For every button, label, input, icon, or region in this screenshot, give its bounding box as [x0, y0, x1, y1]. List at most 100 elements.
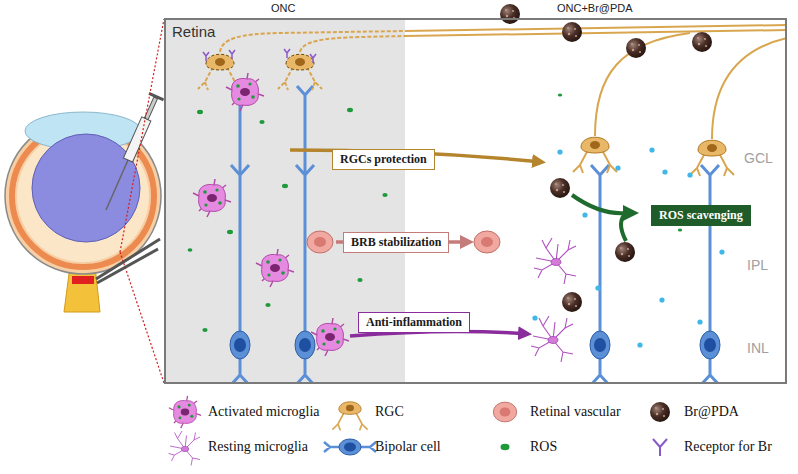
ros-dots-part: [202, 328, 207, 332]
ros-dots-part: [188, 248, 193, 252]
retina-panel: RetinaRGCs protectionBRB stabilizationAn…: [164, 18, 787, 384]
br-dots-part: [697, 319, 702, 324]
br-dots-part: [659, 297, 664, 302]
incoming-nanoparticles-part: [500, 4, 520, 24]
bipolar-cells: [229, 86, 721, 384]
br-dots-part: [532, 315, 537, 320]
ros-dots-part: [227, 230, 233, 234]
legend-label: Bipolar cell: [375, 439, 441, 456]
br-dots-part: [615, 165, 620, 170]
legend-samples-part: [493, 402, 516, 422]
legend-label: Br@PDA: [684, 404, 739, 421]
ros-dots-part: [357, 278, 362, 282]
br-dots-part: [719, 249, 724, 254]
retina-cells: [188, 25, 787, 384]
layer-label: IPL: [747, 257, 768, 274]
bipolar-sample: [324, 439, 376, 455]
retina-cells-part: [615, 242, 635, 262]
nerve-fibers-part: [405, 30, 787, 36]
box-text: BRB stabilization: [351, 235, 441, 250]
activated-microglia-group: [193, 73, 349, 356]
br-dots-part: [649, 147, 654, 152]
syringe-part: [121, 92, 164, 163]
syringe-part-part: [123, 117, 150, 162]
activated-microglia-group-part: [311, 318, 349, 356]
eye-illustration: [5, 112, 161, 312]
forceps-part: [97, 249, 158, 283]
br-dots: [532, 147, 724, 347]
ros-dots-part: [382, 193, 387, 197]
rgc-cells-part: [203, 52, 209, 61]
legend-label: ROS: [530, 439, 557, 456]
rgc-cells: [198, 49, 734, 176]
effect-arrows-part: [572, 195, 626, 213]
bipolar-cells-part: [294, 165, 316, 384]
nerve-fibers-part: [220, 31, 405, 52]
activated-microglia-group-part: [226, 73, 264, 111]
syringe: [106, 92, 164, 210]
syringe-part: [106, 160, 128, 210]
legend-label: RGC: [375, 404, 404, 421]
syringe-part-part: [144, 97, 157, 120]
effect-box: ROS scavenging: [651, 205, 751, 226]
rgc-cells-part: [310, 54, 316, 63]
effect-arrows-part: [624, 211, 633, 215]
br-dots-part: [637, 342, 642, 347]
bipolar-cells-part: [229, 165, 251, 384]
retina-cells-part: [562, 292, 582, 312]
ros-dots-part: [558, 93, 562, 96]
legend-label: Resting microglia: [208, 439, 308, 456]
effect-box: Anti-inflammation: [358, 312, 470, 333]
legend-samples-part: [332, 402, 367, 431]
br-dots-part: [662, 169, 667, 174]
legend-samples-part: [169, 431, 201, 466]
legend-label: Receptor for Br: [684, 439, 772, 456]
box-text: RGCs protection: [340, 152, 427, 167]
rgc-cells-part: [690, 140, 734, 176]
zoom-lines-part: [120, 252, 164, 383]
legend-label: Retinal vascular: [530, 404, 621, 421]
condition-label: ONC+Br@PDA: [557, 2, 633, 15]
legend-samples-part: [650, 402, 670, 422]
bipolar-cells-part: [699, 165, 721, 384]
legend-label: Activated microglia: [208, 404, 320, 421]
effect-arrows-part: [621, 213, 626, 241]
br-dots-part: [582, 212, 587, 217]
zoom-lines-part: [120, 19, 164, 252]
retina-cells-part: [531, 316, 573, 362]
nerve-fibers-part: [712, 38, 787, 139]
activated-microglia-group-part: [256, 249, 294, 287]
br-dots-part: [595, 285, 600, 290]
bipolar-sample-part: [324, 442, 376, 452]
effect-box: RGCs protection: [332, 149, 435, 170]
box-text: ROS scavenging: [659, 208, 743, 223]
ros-dots-part: [678, 228, 682, 231]
legend-samples-part: [169, 396, 201, 428]
retina-cells-part: [474, 231, 500, 253]
condition-label: ONC: [271, 2, 295, 15]
effect-arrows: [290, 150, 633, 336]
rgc-cells-part: [573, 137, 617, 173]
rgc-cells-part: [284, 49, 290, 58]
retina-cells-part: [550, 178, 570, 198]
bipolar-cells-part: [589, 165, 611, 384]
syringe-part-part: [148, 92, 164, 101]
ros-dots-part: [197, 110, 203, 114]
ros-dots: [188, 93, 683, 332]
layer-label: INL: [747, 340, 769, 357]
receptor-sample: [653, 439, 667, 456]
bipolar-sample-part: [344, 443, 356, 452]
ros-dots-part: [259, 120, 264, 124]
layer-label: GCL: [744, 150, 773, 167]
br-dots-part: [557, 149, 562, 154]
effect-box: BRB stabilization: [343, 232, 449, 253]
forceps-part: [96, 239, 160, 279]
activated-microglia-group-part: [193, 179, 231, 217]
bipolar-sample-part: [339, 439, 361, 455]
rgc-cells-part: [278, 54, 322, 90]
zoom-lines: [120, 19, 164, 383]
ros-dots-part: [347, 108, 353, 112]
incoming-nanoparticles-part: [692, 32, 712, 52]
rgc-cells-part: [229, 50, 235, 59]
